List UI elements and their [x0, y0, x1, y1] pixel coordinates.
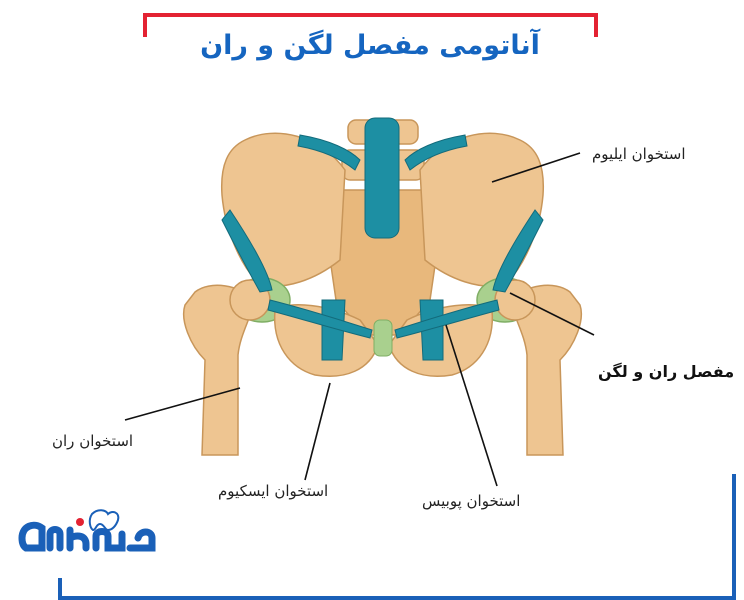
label-femur: استخوان ران — [52, 432, 134, 450]
ilium-left — [220, 132, 346, 287]
bottom-frame — [58, 474, 736, 600]
page-title: آناتومی مفصل لگن و ران — [200, 30, 540, 61]
title-frame — [143, 13, 598, 37]
label-pubis: استخوان پوبیس — [422, 492, 521, 510]
femur-left — [183, 284, 256, 456]
leader-lines — [124, 152, 595, 487]
label-ischium: استخوان ایسکیوم — [218, 482, 329, 500]
ilium-right — [419, 132, 545, 287]
label-hip-joint: مفصل ران و لگن — [598, 362, 735, 381]
ligaments — [221, 117, 544, 361]
pubic-symphysis — [373, 319, 393, 357]
tooth-logo-icon[interactable] — [12, 508, 162, 568]
bottom-frame-corner — [58, 578, 62, 600]
femur-right — [509, 284, 582, 456]
label-ilium: استخوان ایلیوم — [592, 145, 686, 163]
